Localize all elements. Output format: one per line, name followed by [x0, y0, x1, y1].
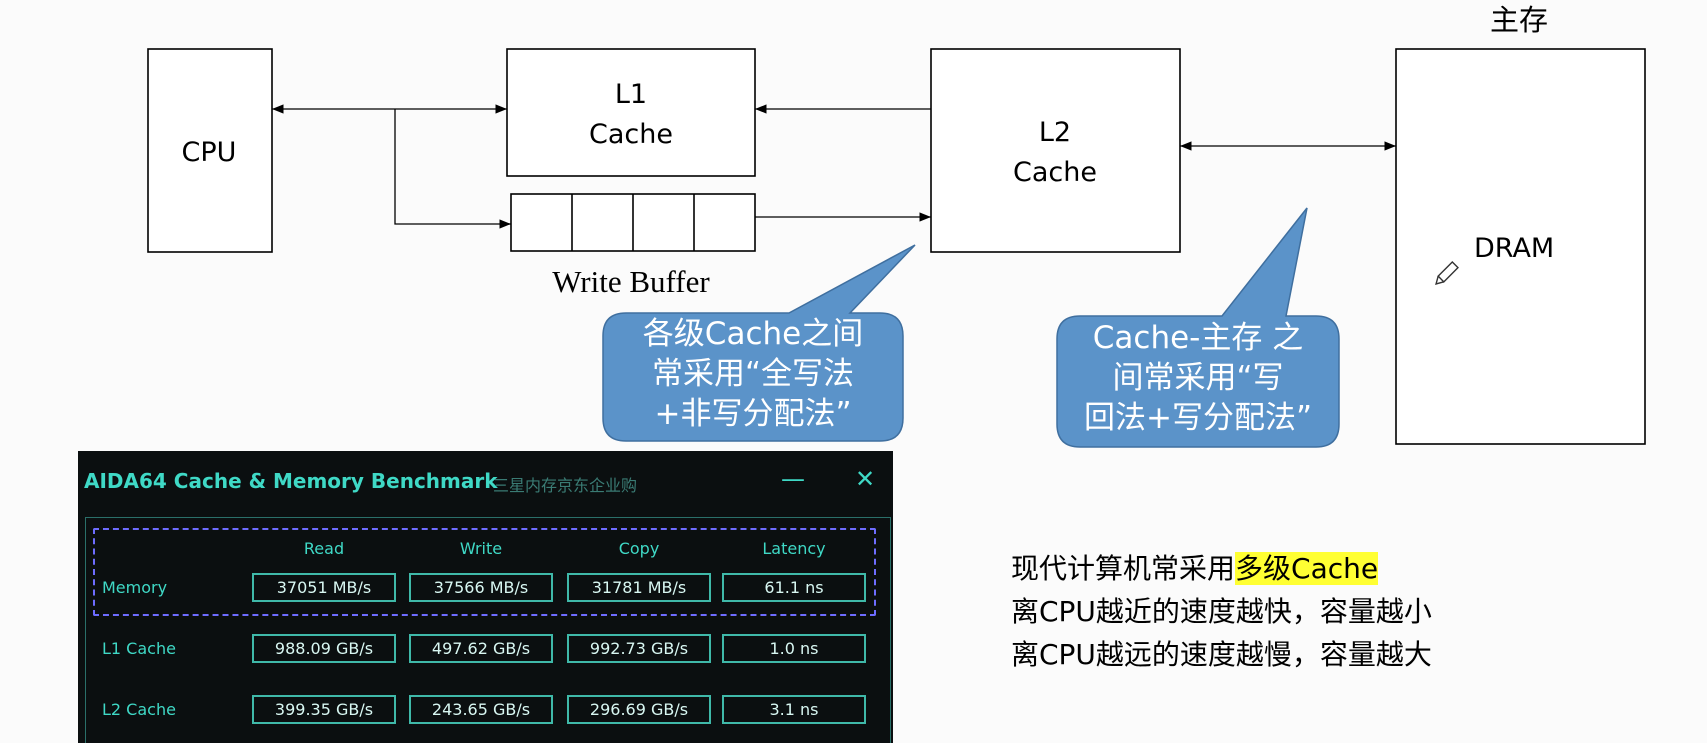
callout-left-line1: 各级Cache之间 [642, 316, 864, 352]
callout-left-bubble [602, 244, 916, 442]
row-l2-cache-label: L2 Cache [102, 700, 176, 719]
close-button[interactable]: ✕ [855, 465, 876, 493]
column-write-header: Write [459, 539, 503, 558]
l2-copy-value: 296.69 GB/s [567, 695, 711, 724]
memory-row-highlight [93, 528, 876, 616]
l1-label-line1: L1 [615, 79, 647, 110]
l2-write-value: 243.65 GB/s [409, 695, 553, 724]
minimize-button[interactable]: — [781, 465, 805, 493]
l2-cache-box [930, 48, 1181, 253]
aida-window-title: AIDA64 Cache & Memory Benchmark [84, 469, 498, 493]
dram-label: DRAM [1474, 233, 1554, 264]
l1-write-value: 497.62 GB/s [409, 634, 553, 663]
memory-copy-value: 31781 MB/s [567, 573, 711, 602]
pencil-icon [1435, 261, 1459, 285]
callout-left-line2: 常采用“全写法 [651, 356, 855, 392]
callout-left-line3: +非写分配法” [654, 396, 852, 432]
aida-window-subtitle: 三星内存京东企业购 [493, 476, 638, 495]
memory-write-value: 37566 MB/s [409, 573, 553, 602]
l2-label-line2: Cache [1013, 157, 1097, 188]
note-line-1-prefix: 现代计算机常采用 [1011, 552, 1236, 585]
l1-label-line2: Cache [589, 119, 673, 150]
dram-box [1395, 48, 1646, 445]
callout-left-text: 各级Cache之间 常采用“全写法 +非写分配法” [603, 314, 903, 434]
main-memory-heading: 主存 [1490, 3, 1548, 37]
l1-read-value: 988.09 GB/s [252, 634, 396, 663]
l2-label-line1: L2 [1039, 117, 1071, 148]
write-buffer [510, 193, 756, 252]
note-line-1: 现代计算机常采用多级Cache [1011, 547, 1432, 590]
l2-latency-value: 3.1 ns [722, 695, 866, 724]
cpu-write-buffer-arrow [394, 109, 511, 229]
column-latency-header: Latency [762, 539, 826, 558]
callout-right-line2: 间常采用“写 [1112, 360, 1284, 396]
memory-latency-value: 61.1 ns [722, 573, 866, 602]
callout-right-line3: 回法+写分配法” [1083, 400, 1313, 436]
note-line-3: 离CPU越远的速度越慢，容量越大 [1011, 638, 1432, 671]
column-copy-header: Copy [618, 539, 660, 558]
aida64-benchmark-window: AIDA64 Cache & Memory Benchmark 三星内存京东企业… [78, 451, 893, 743]
cpu-box [147, 48, 273, 253]
l1-latency-value: 1.0 ns [722, 634, 866, 663]
callout-right-bubble [1056, 207, 1340, 448]
callout-right-text: Cache-主存 之 间常采用“写 回法+写分配法” [1057, 318, 1339, 438]
column-read-header: Read [303, 539, 345, 558]
l1-cache-box [506, 48, 756, 177]
benchmark-table [85, 517, 891, 743]
cpu-label: CPU [182, 137, 237, 168]
l1-copy-value: 992.73 GB/s [567, 634, 711, 663]
callout-right-line1: Cache-主存 之 [1092, 320, 1304, 356]
row-l1-cache-label: L1 Cache [102, 639, 176, 658]
note-line-2: 离CPU越近的速度越快，容量越小 [1011, 595, 1432, 628]
memory-read-value: 37051 MB/s [252, 573, 396, 602]
l2-read-value: 399.35 GB/s [252, 695, 396, 724]
write-buffer-label: Write Buffer [552, 264, 710, 299]
notes-text: 现代计算机常采用多级Cache 离CPU越近的速度越快，容量越小 离CPU越远的… [1011, 547, 1432, 676]
note-line-1-highlight: 多级Cache [1235, 552, 1379, 585]
row-memory-label: Memory [102, 578, 168, 597]
